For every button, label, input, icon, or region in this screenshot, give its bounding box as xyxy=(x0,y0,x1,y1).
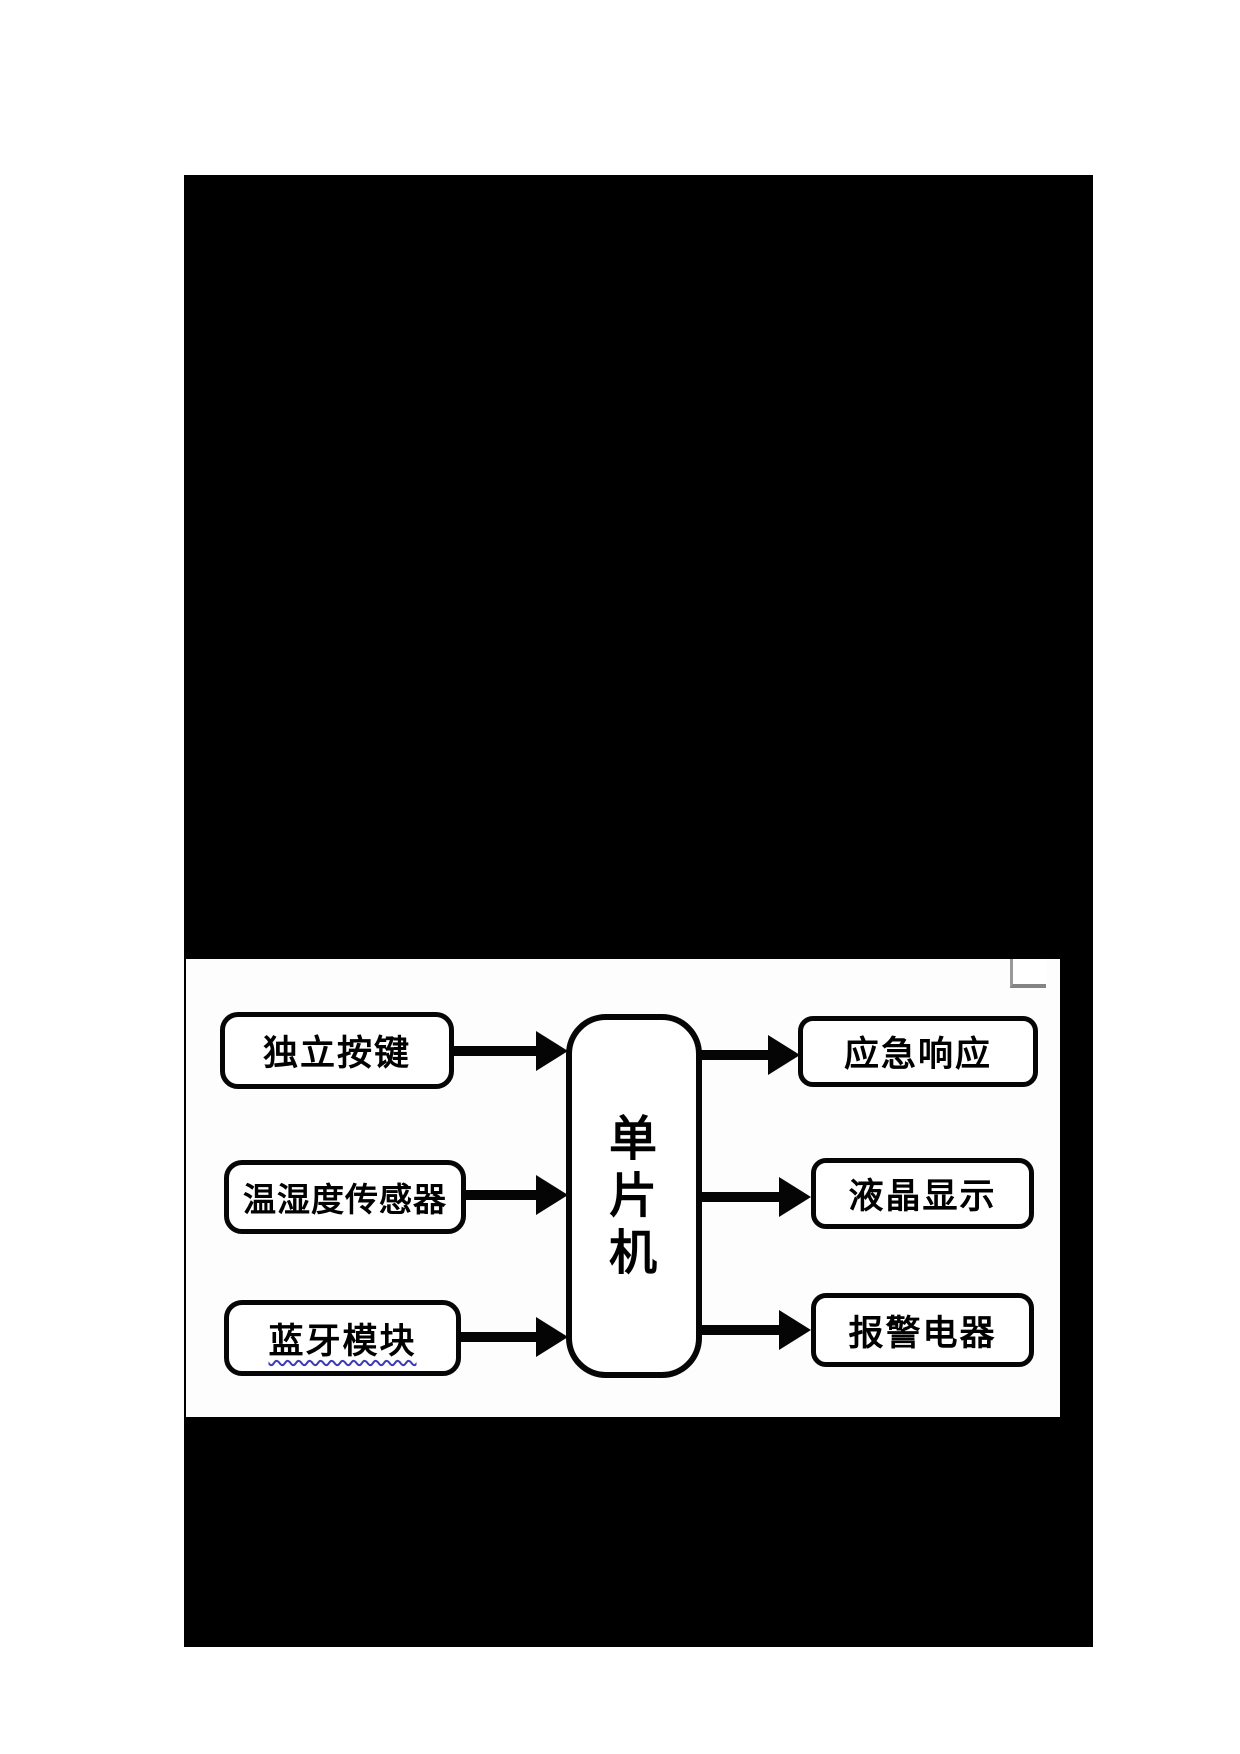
box-mcu-label: 单片机 xyxy=(608,1112,659,1280)
arrow-mcu-to-lcd xyxy=(700,1177,811,1217)
box-lcd-display: 液晶显示 xyxy=(811,1158,1034,1229)
box-mcu: 单片机 xyxy=(566,1014,702,1378)
arrow-mcu-to-alarm xyxy=(700,1310,811,1350)
box-temp-humidity-sensor: 温湿度传感器 xyxy=(224,1160,466,1234)
arrow-bluetooth-to-mcu xyxy=(459,1317,568,1357)
box-emergency-response-label: 应急响应 xyxy=(843,1035,992,1074)
arrow-sensor-to-mcu xyxy=(464,1175,568,1215)
box-alarm-device-label: 报警电器 xyxy=(848,1313,997,1353)
box-lcd-display-label: 液晶显示 xyxy=(848,1177,997,1216)
box-independent-keys: 独立按键 xyxy=(220,1012,454,1089)
box-bluetooth-module: 蓝牙模块 xyxy=(224,1300,461,1376)
box-temp-humidity-sensor-label: 温湿度传感器 xyxy=(243,1181,447,1218)
block-diagram-figure: 独立按键 温湿度传感器 蓝牙模块 单片机 应急响应 液晶显示 报警电器 xyxy=(186,959,1060,1417)
redacted-content-block xyxy=(184,175,1093,1647)
figure-corner-mark xyxy=(1010,959,1046,988)
arrow-mcu-to-emergency xyxy=(700,1035,800,1075)
box-emergency-response: 应急响应 xyxy=(798,1016,1038,1087)
arrow-keys-to-mcu xyxy=(452,1031,568,1071)
box-alarm-device: 报警电器 xyxy=(811,1293,1034,1367)
box-bluetooth-module-label: 蓝牙模块 xyxy=(268,1321,417,1361)
box-independent-keys-label: 独立按键 xyxy=(262,1034,411,1073)
